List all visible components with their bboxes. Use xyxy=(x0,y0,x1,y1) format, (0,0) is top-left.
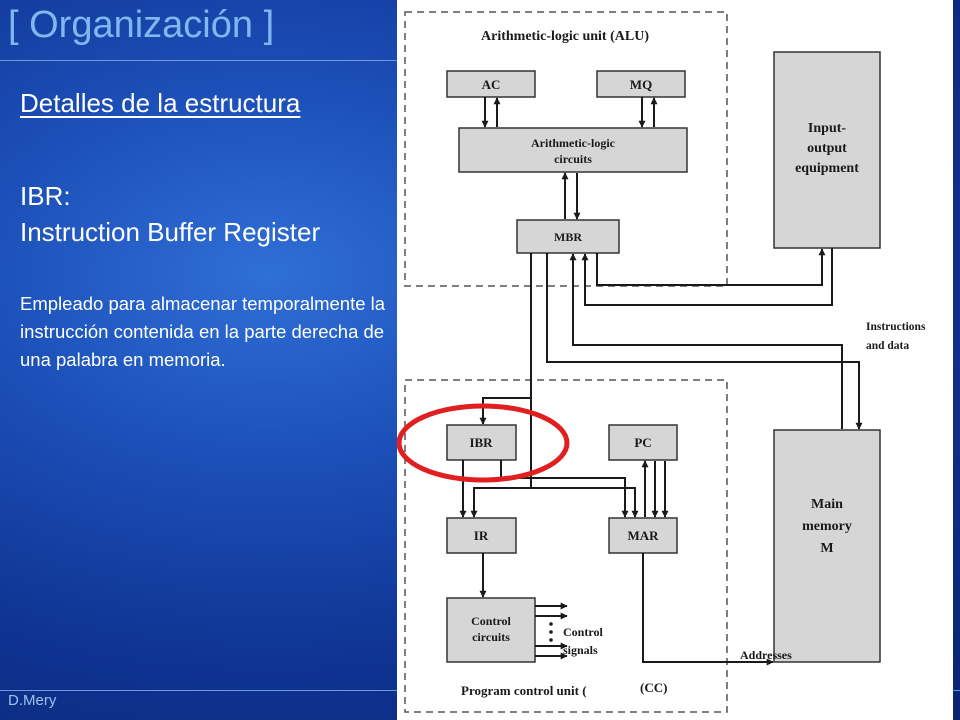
io-equipment xyxy=(773,51,881,249)
pc-register xyxy=(608,424,678,461)
control-signals-label-line1: Control xyxy=(563,625,603,639)
memory-label-line2: memory xyxy=(802,519,852,534)
term-description: Empleado para almacenar temporalmente la… xyxy=(20,293,386,370)
control-circuits-label-line2: circuits xyxy=(472,630,510,644)
ir-label: IR xyxy=(474,528,489,543)
addresses-label: Addresses xyxy=(740,648,792,662)
ac-label: AC xyxy=(482,77,501,92)
term-heading: IBR: Instruction Buffer Register xyxy=(20,178,320,250)
memory-label-line3: M xyxy=(820,541,833,556)
ias-structure-diagram: Arithmetic-logic unit (ALU) AC MQ Arithm… xyxy=(397,0,953,720)
mbr-label: MBR xyxy=(554,230,582,244)
mq-label: MQ xyxy=(630,77,652,92)
alu-title: Arithmetic-logic unit (ALU) xyxy=(481,29,649,44)
title-divider xyxy=(0,60,400,61)
mbr-register xyxy=(516,219,620,254)
arrow-mbr-to-ir xyxy=(470,487,531,518)
instructions-data-label-line2: and data xyxy=(866,340,909,352)
program-control-unit-title: Program control unit ( xyxy=(461,683,587,698)
term-abbreviation: IBR: xyxy=(20,181,71,211)
io-label-line1: Input- xyxy=(808,121,846,136)
ir-register xyxy=(446,517,517,554)
arrow-ibr-to-mar xyxy=(500,460,629,518)
arrow-mbr-to-memory xyxy=(546,253,863,430)
slide-title: [ Organización ] xyxy=(8,4,275,46)
ibr-label: IBR xyxy=(469,435,493,450)
control-circuits-label-line1: Control xyxy=(471,614,511,628)
footer-author: D.Mery xyxy=(8,692,57,709)
mar-label: MAR xyxy=(627,528,659,543)
memory-label-line1: Main xyxy=(811,497,843,512)
mq-register xyxy=(596,70,686,98)
arrow-io-to-mbr xyxy=(581,248,833,306)
term-full-name: Instruction Buffer Register xyxy=(20,217,321,247)
arrow-mar-to-memory xyxy=(642,553,774,666)
section-subtitle: Detalles de la estructura xyxy=(20,88,301,118)
control-signals-label-line2: signals xyxy=(563,643,598,657)
arrow-mbr-to-ibr xyxy=(479,397,531,425)
main-memory xyxy=(773,429,881,663)
arrow-memory-to-mbr xyxy=(569,253,843,429)
control-signal-dots xyxy=(549,622,553,642)
arithmetic-logic-circuits xyxy=(458,127,688,173)
program-control-unit-boundary xyxy=(404,379,728,713)
alc-label-line2: circuits xyxy=(554,152,592,166)
io-label-line3: equipment xyxy=(795,161,859,176)
ibr-register xyxy=(446,424,517,461)
arrow-mbr-to-io xyxy=(596,248,826,286)
cc-tag: (CC) xyxy=(640,680,667,695)
diagram-canvas: Arithmetic-logic unit (ALU) AC MQ Arithm… xyxy=(397,11,926,713)
ibr-highlight-ellipse xyxy=(397,403,570,483)
alu-boundary xyxy=(404,11,728,287)
control-circuits xyxy=(446,597,536,663)
pc-label: PC xyxy=(634,435,651,450)
ac-register xyxy=(446,70,536,98)
io-label-line2: output xyxy=(807,141,847,156)
alc-label-line1: Arithmetic-logic xyxy=(531,136,616,150)
arrow-mbr-to-mar xyxy=(531,487,639,518)
instructions-data-label-line1: Instructions xyxy=(866,321,926,333)
